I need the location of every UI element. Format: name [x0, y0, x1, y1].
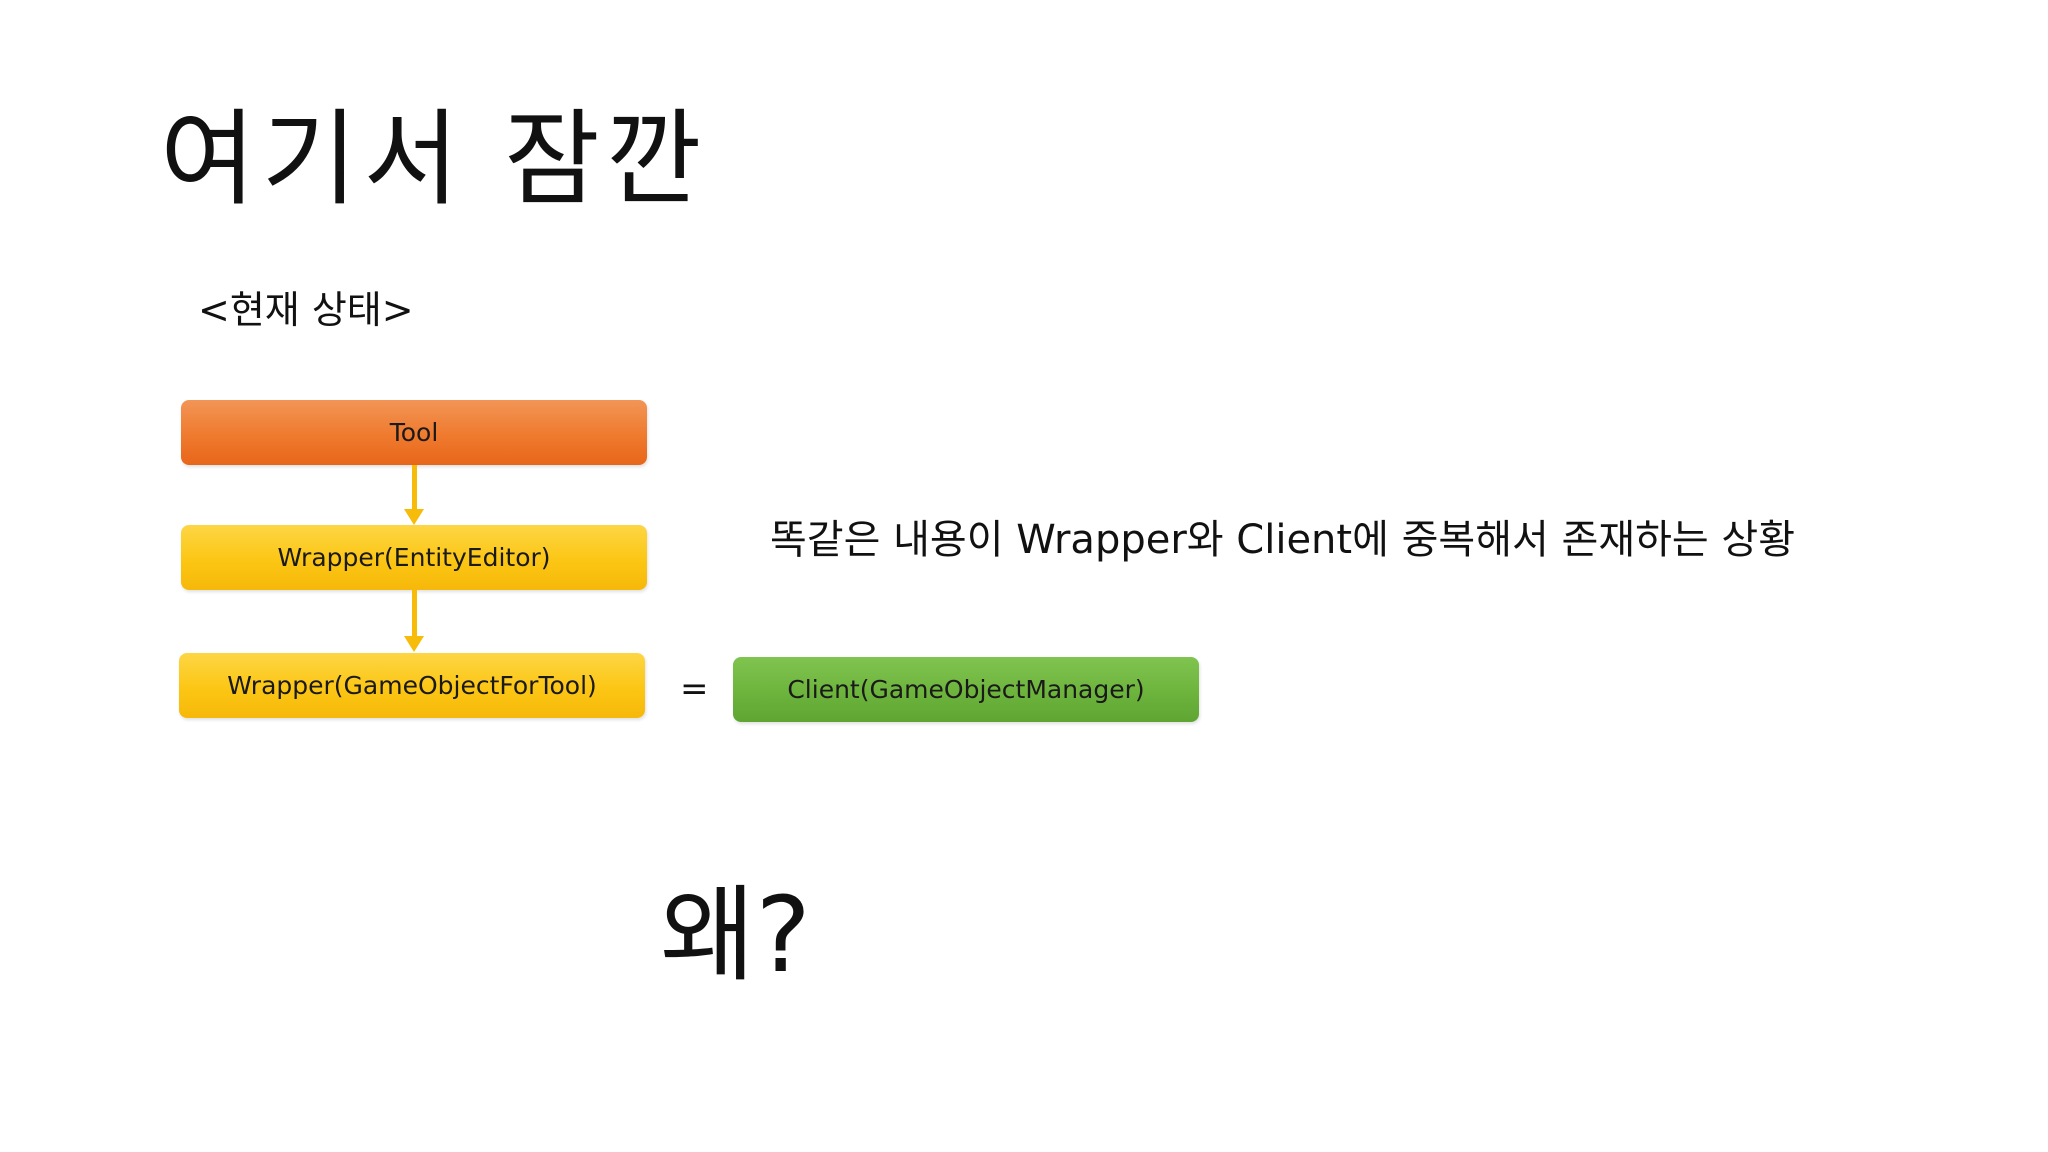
client-gameobject-manager-label: Client(GameObjectManager): [787, 675, 1145, 704]
arrow-tool-to-entity-editor: [404, 465, 424, 525]
why-question: 왜?: [660, 874, 811, 996]
current-state-label: <현재 상태>: [198, 288, 414, 332]
arrow-entity-editor-to-gameobject-for-tool: [404, 590, 424, 652]
equals-sign: =: [680, 669, 709, 709]
wrapper-gameobject-for-tool-node: Wrapper(GameObjectForTool): [179, 653, 645, 718]
wrapper-entity-editor-label: Wrapper(EntityEditor): [277, 543, 551, 572]
wrapper-entity-editor-node: Wrapper(EntityEditor): [181, 525, 647, 590]
tool-node: Tool: [181, 400, 647, 465]
wrapper-gameobject-for-tool-label: Wrapper(GameObjectForTool): [227, 671, 597, 700]
tool-node-label: Tool: [389, 418, 439, 447]
duplication-note: 똑같은 내용이 Wrapper와 Client에 중복해서 존재하는 상황: [770, 517, 1796, 563]
client-gameobject-manager-node: Client(GameObjectManager): [733, 657, 1199, 722]
slide-title: 여기서 잠깐: [160, 98, 708, 220]
